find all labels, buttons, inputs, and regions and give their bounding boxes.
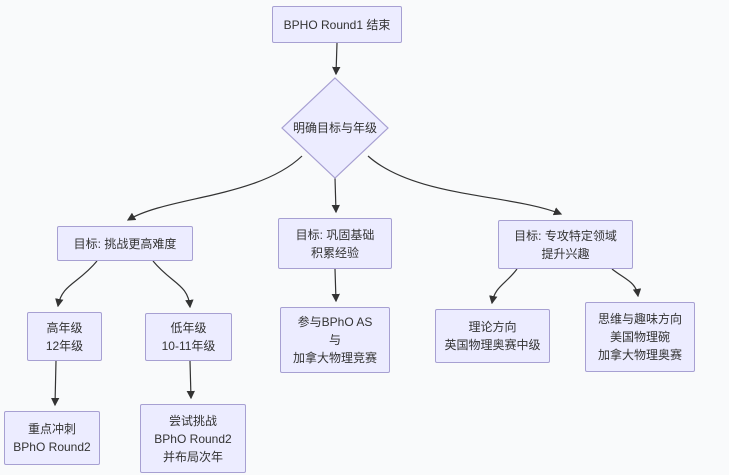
node-senior-line1: 高年级 (46, 320, 83, 335)
node-goal-consolidate: 目标: 巩固基础 积累经验 (278, 218, 392, 269)
node-sprint: 重点冲刺 BPhO Round2 (4, 411, 100, 465)
node-attempt-line2: BPhO Round2 (154, 431, 232, 446)
node-junior-line1: 低年级 (170, 321, 207, 335)
node-fun-line3: 加拿大物理奥赛 (597, 348, 682, 362)
node-attempt-line3: 并布局次年 (162, 449, 223, 464)
node-goal-challenge-label: 目标: 挑战更高难度 (73, 236, 177, 251)
edge-goal-consolidate-participate (331, 268, 340, 303)
node-decision-label: 明确目标与年级 (292, 121, 377, 135)
edge-goal-challenge-junior (152, 260, 194, 309)
edge-decision-goal-specialize (367, 155, 563, 216)
node-start-label: BPHO Round1 结束 (283, 17, 391, 32)
node-junior: 低年级 10-11年级 (145, 313, 232, 361)
node-fun-line1: 思维与趣味方向 (597, 312, 682, 326)
edge-goal-specialize-theory (489, 268, 518, 305)
node-goal-consolidate-line1: 目标: 巩固基础 (295, 227, 375, 242)
edge-goal-challenge-senior (55, 260, 98, 308)
node-fun: 思维与趣味方向 美国物理碗 加拿大物理奥赛 (585, 302, 695, 372)
node-fun-line2: 美国物理碗 (609, 330, 670, 344)
edge-senior-sprint (50, 360, 60, 407)
node-participate-line3: 加拿大物理竞赛 (292, 351, 377, 365)
node-attempt-line1: 尝试挑战 (168, 413, 217, 428)
node-participate: 参与BPhO AS 与 加拿大物理竞赛 (280, 307, 390, 373)
node-theory: 理论方向 英国物理奥赛中级 (435, 309, 550, 363)
node-start: BPHO Round1 结束 (272, 6, 402, 43)
node-goal-specialize-line1: 目标: 专攻特定领域 (514, 228, 617, 243)
edge-decision-goal-consolidate (331, 177, 340, 214)
node-theory-line2: 英国物理奥赛中级 (444, 338, 541, 352)
node-senior: 高年级 12年级 (27, 312, 102, 361)
node-attempt: 尝试挑战 BPhO Round2 并布局次年 (140, 404, 246, 473)
node-senior-line2: 12年级 (45, 338, 84, 353)
edge-junior-attempt (186, 360, 196, 400)
node-goal-challenge: 目标: 挑战更高难度 (57, 226, 193, 261)
node-participate-line2: 与 (328, 333, 341, 347)
node-decision: 明确目标与年级 (282, 113, 388, 143)
node-goal-specialize: 目标: 专攻特定领域 提升兴趣 (498, 220, 633, 269)
node-goal-consolidate-line2: 积累经验 (310, 245, 359, 260)
node-sprint-line1: 重点冲刺 (27, 422, 76, 436)
node-participate-line1: 参与BPhO AS (297, 315, 373, 329)
node-theory-line1: 理论方向 (468, 320, 517, 334)
edge-decision-goal-challenge (126, 155, 303, 221)
node-goal-specialize-line2: 提升兴趣 (541, 246, 590, 261)
edge-start-decision (332, 42, 341, 76)
edge-goal-specialize-fun (611, 268, 642, 298)
decision-diamond (281, 77, 389, 179)
node-junior-line2: 10-11年级 (161, 339, 216, 353)
node-sprint-line2: BPhO Round2 (13, 440, 91, 454)
